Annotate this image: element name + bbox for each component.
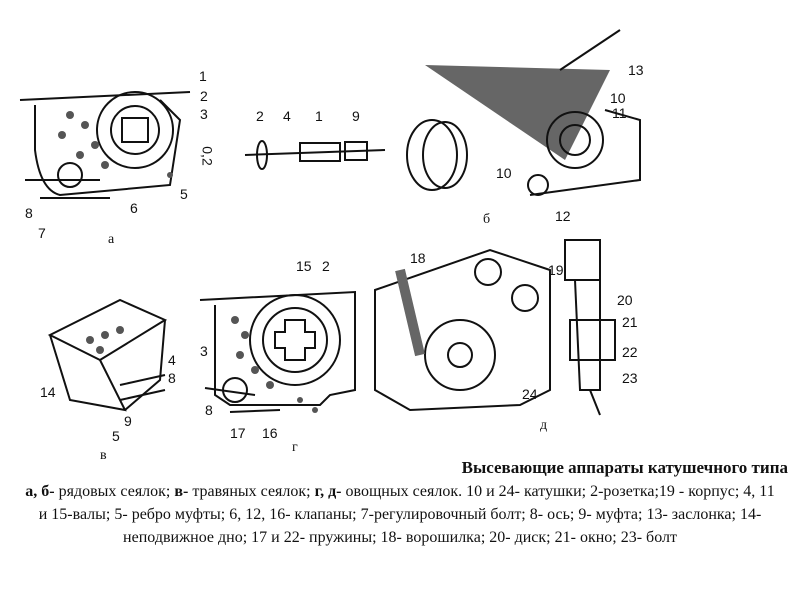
part-label: 16 — [262, 425, 278, 441]
figure-title: Высевающие аппараты катушечного типа — [461, 458, 788, 477]
subfigure-label-v: в — [100, 448, 107, 463]
part-label: 4 — [283, 108, 291, 124]
part-label: 3 — [200, 106, 208, 122]
part-label: 2 — [256, 108, 264, 124]
caption-key: в- — [174, 483, 189, 500]
part-label: 19 — [548, 262, 564, 278]
drawing-shaft — [244, 140, 386, 170]
part-label: 12 — [555, 208, 571, 224]
part-label: 9 — [124, 413, 132, 429]
subfigure-label-g: г — [292, 440, 298, 455]
part-label: 22 — [622, 344, 638, 360]
drawing-g — [199, 290, 356, 413]
part-label: 1 — [199, 68, 207, 84]
seeding-apparatus-figure: 1 2 3 0,2 5 6 7 8 а 2 4 1 9 13 10 11 10 … — [19, 29, 644, 463]
part-label: 1 — [315, 108, 323, 124]
part-label: 5 — [180, 186, 188, 202]
part-label: 8 — [205, 402, 213, 418]
part-label: 11 — [612, 105, 627, 121]
drawing-v — [47, 298, 168, 412]
part-label: 8 — [168, 370, 176, 386]
part-label: 6 — [130, 200, 138, 216]
part-label: 13 — [628, 62, 644, 78]
part-label: 2 — [322, 258, 330, 274]
part-label: 15 — [296, 258, 312, 274]
part-label: 2 — [200, 88, 208, 104]
part-label: 20 — [617, 292, 633, 308]
drawing-b — [406, 29, 641, 196]
part-label: 0,2 — [199, 146, 216, 166]
part-label: 8 — [25, 205, 33, 221]
part-label: 4 — [168, 352, 176, 368]
part-label: 17 — [230, 425, 246, 441]
part-label: 3 — [200, 343, 208, 359]
technical-drawing — [19, 29, 641, 416]
part-label: 10 — [496, 165, 512, 181]
drawing-d — [374, 239, 616, 416]
part-label: 5 — [112, 428, 120, 444]
caption-key: а, б- — [25, 483, 55, 500]
caption-key: г, д- — [314, 483, 342, 500]
part-label: 23 — [622, 370, 638, 386]
part-label: 14 — [40, 384, 56, 400]
drawing-a — [19, 91, 191, 199]
part-label: 21 — [622, 314, 638, 330]
caption-text: рядовых сеялок; — [54, 483, 175, 500]
part-label: 7 — [38, 225, 46, 241]
figure-caption: а, б- рядовых сеялок; в- травяных сеялок… — [20, 480, 780, 549]
subfigure-label-a: а — [108, 232, 115, 247]
subfigure-label-b: б — [483, 212, 491, 227]
part-label: 18 — [410, 250, 426, 266]
caption-text: травяных сеялок; — [188, 483, 315, 500]
part-label: 10 — [610, 90, 626, 106]
subfigure-label-d: д — [540, 418, 548, 433]
caption-text: овощных сеялок. 10 и 24- катушки; 2-розе… — [38, 483, 775, 546]
part-label: 24 — [522, 386, 538, 402]
part-label: 9 — [352, 108, 360, 124]
